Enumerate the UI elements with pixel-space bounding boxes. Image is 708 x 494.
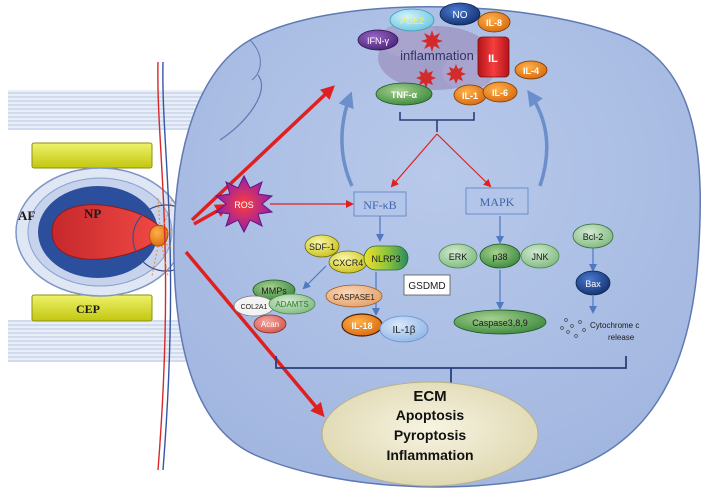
af-label: AF [18, 208, 35, 223]
outcome-ellipse [321, 381, 539, 487]
caspase1-badge [325, 284, 383, 308]
feedback-arrow-right [527, 89, 549, 187]
outcomes: ECM Apoptosis Pyroptosis Inflammation [321, 381, 539, 487]
pge2-label: PGE2 [400, 16, 424, 26]
cep-top-plate [31, 142, 153, 169]
gsdmd-box [403, 274, 451, 296]
arrow-to-mmps [302, 265, 327, 290]
nucleus-envelope [249, 39, 261, 81]
cytochrome-label-line1: Cytochrome c [590, 321, 639, 330]
sdf1-badge [304, 234, 340, 258]
vertebra-top-hatch [8, 90, 203, 130]
ifn-gamma-badge [357, 29, 399, 51]
pge2-badge [389, 8, 435, 32]
bcl2-label: Bcl-2 [583, 232, 604, 242]
big-arrow-to-cell-top [190, 85, 335, 222]
jnk-badge [520, 243, 560, 269]
vertebra-bottom-hatch [8, 320, 203, 362]
tnf-alpha-badge [375, 82, 433, 106]
bax-badge [575, 270, 611, 296]
mapk-label: MAPK [480, 195, 515, 209]
nfkb-label: NF-κB [363, 198, 396, 212]
signal-arrows [184, 85, 627, 418]
acan-label: Acan [261, 320, 279, 329]
col2a1-label: COL2A1 [241, 304, 268, 311]
cytochrome-c-dots [560, 318, 586, 338]
np-label: NP [84, 206, 101, 221]
nuclear-envelope-arc [219, 74, 263, 141]
nerve-root-blue [162, 61, 172, 471]
mapk-box [465, 187, 529, 215]
il18-label: IL-18 [351, 321, 372, 331]
inflammation-cluster: inflammation PGE2 NO IL-8 IFN-γ IL IL-4 … [357, 2, 548, 132]
caspase-badge [453, 309, 547, 335]
nfkb-targets: SDF-1 CXCR4 NLRP3 MMPs COL2A1 ADAMTS Aca… [233, 234, 451, 343]
il8-label: IL-8 [486, 18, 502, 28]
ifn-gamma-label: IFN-γ [367, 36, 389, 46]
ros-burst-icon [214, 174, 274, 234]
nlrp3-badge [363, 245, 409, 271]
cxcr4-label: CXCR4 [333, 258, 364, 268]
cell-membrane [173, 6, 701, 488]
tnf-alpha-label: TNF-α [391, 90, 417, 100]
il4-badge [514, 60, 548, 80]
nerve-root-red [157, 61, 167, 471]
cytochrome-label-line2: release [608, 333, 635, 342]
nlrp3-label: NLRP3 [371, 254, 400, 264]
il-label: IL [488, 53, 498, 65]
feedback-arrow-left [338, 91, 354, 187]
il6-label: IL-6 [492, 88, 508, 98]
il1-label: IL-1 [462, 91, 478, 101]
adamts-label: ADAMTS [275, 300, 308, 309]
inflammation-label: inflammation [400, 48, 474, 63]
caspase-label: Caspase3,8,9 [472, 318, 528, 328]
erk-badge [438, 243, 478, 269]
no-label: NO [453, 10, 468, 21]
il1b-label: IL-1β [393, 325, 416, 336]
no-badge [439, 2, 481, 26]
il-cylinder [477, 36, 510, 78]
il1b-badge [379, 315, 429, 343]
outcome-pyroptosis: Pyroptosis [394, 427, 467, 443]
disc-illustration: AF NP CEP [8, 61, 203, 471]
nfkb-box [353, 191, 407, 217]
acan-badge [253, 314, 287, 334]
big-arrow-to-outcomes [184, 250, 325, 418]
inflammation-burst-icon [416, 30, 466, 88]
outcome-ecm: ECM [413, 388, 446, 405]
mmps-label: MMPs [261, 286, 287, 296]
herniated-np-fragment [149, 224, 169, 247]
bax-label: Bax [585, 279, 601, 289]
erk-label: ERK [449, 252, 468, 262]
inflammation-cloud-lobe [380, 22, 440, 58]
outcome-inflammation: Inflammation [386, 447, 473, 463]
arrow-to-mapk [436, 133, 492, 188]
mitochondrial-pathway: Bcl-2 Bax Cytochrome c release [560, 223, 639, 342]
p38-badge [479, 243, 521, 269]
p38-label: p38 [492, 252, 507, 262]
sdf1-label: SDF-1 [309, 242, 335, 252]
bcl2-badge [572, 223, 614, 249]
ros-label: ROS [234, 200, 254, 210]
il4-label: IL-4 [523, 66, 539, 76]
adamts-badge [268, 293, 316, 315]
mapk-targets: ERK p38 JNK Caspase3,8,9 [438, 243, 560, 335]
cep-label: CEP [76, 302, 100, 316]
outcome-apoptosis: Apoptosis [396, 407, 465, 423]
arrow-to-nfkb [390, 133, 438, 188]
il8-badge [477, 11, 511, 33]
il6-badge [482, 81, 518, 103]
caspase1-label: CASPASE1 [333, 293, 375, 302]
gsdmd-label: GSDMD [408, 281, 445, 292]
jnk-label: JNK [531, 252, 548, 262]
ros-burst: ROS [214, 174, 274, 234]
